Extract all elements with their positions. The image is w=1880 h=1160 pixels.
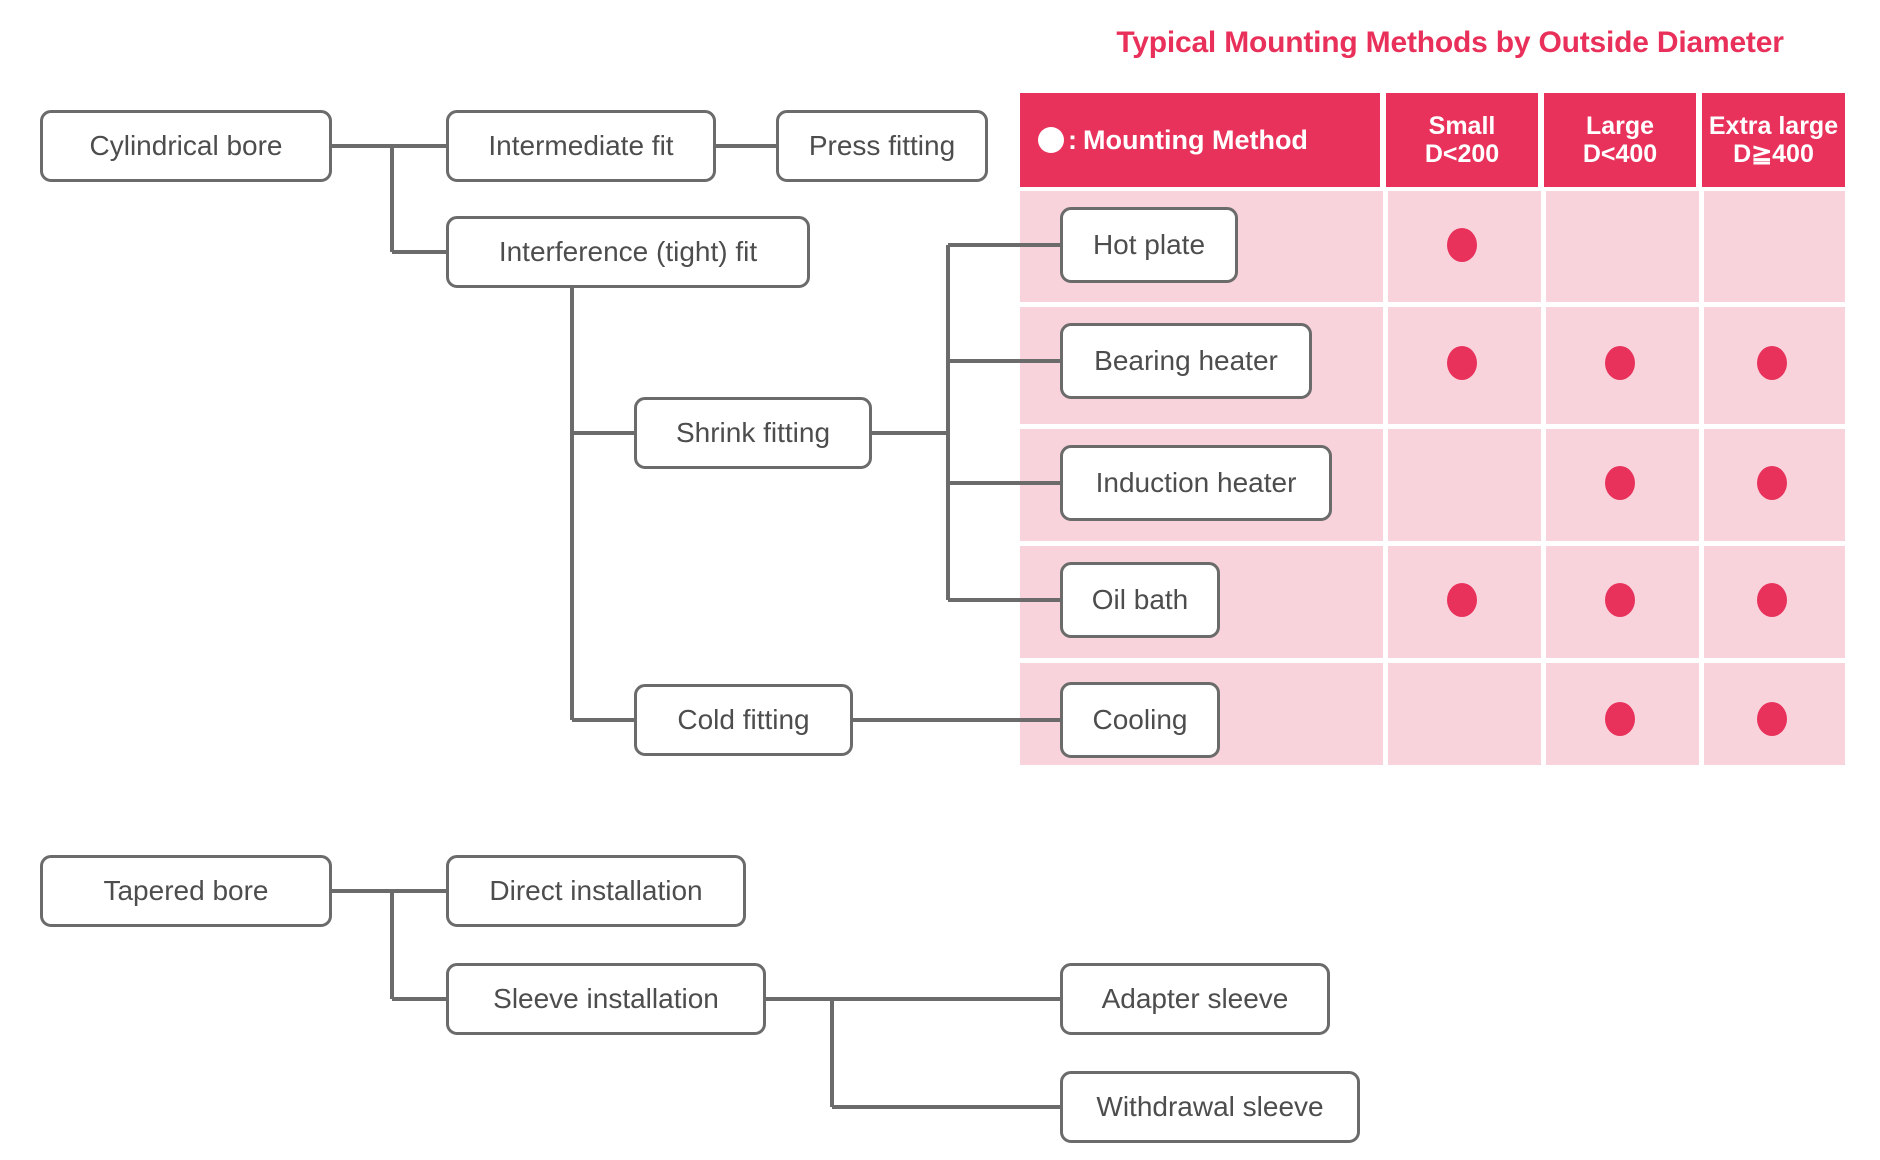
node-tapered-bore[interactable]: Tapered bore xyxy=(40,855,332,927)
node-direct-installation[interactable]: Direct installation xyxy=(446,855,746,927)
node-cylindrical-bore[interactable]: Cylindrical bore xyxy=(40,110,332,182)
legend-label: Mounting Method xyxy=(1083,124,1308,155)
mounting-dot-small xyxy=(1447,346,1477,380)
mounting-dot-large xyxy=(1605,583,1635,617)
mounting-dot-large xyxy=(1605,466,1635,500)
node-cooling[interactable]: Cooling xyxy=(1060,682,1220,758)
table-header-row: : Mounting Method Small D<200 Large D<40… xyxy=(1020,93,1845,187)
mounting-dot-extra_large xyxy=(1757,583,1787,617)
column-name-large: Large xyxy=(1585,112,1655,140)
node-withdrawal-sleeve[interactable]: Withdrawal sleeve xyxy=(1060,1071,1360,1143)
node-adapter-sleeve[interactable]: Adapter sleeve xyxy=(1060,963,1330,1035)
table-header-small: Small D<200 xyxy=(1386,93,1538,187)
mounting-dot-large xyxy=(1605,702,1635,736)
legend-colon: : xyxy=(1068,124,1077,155)
column-range-extra-large: D≧400 xyxy=(1733,140,1814,168)
grid-divider-vertical xyxy=(1383,191,1388,765)
table-title: Typical Mounting Methods by Outside Diam… xyxy=(1116,26,1784,59)
node-interference-fit[interactable]: Interference (tight) fit xyxy=(446,216,810,288)
node-cold-fitting[interactable]: Cold fitting xyxy=(634,684,853,756)
table-header-extra-large: Extra large D≧400 xyxy=(1702,93,1845,187)
mounting-dot-large xyxy=(1605,346,1635,380)
node-shrink-fitting[interactable]: Shrink fitting xyxy=(634,397,872,469)
mounting-dot-small xyxy=(1447,583,1477,617)
grid-divider-horizontal xyxy=(1020,541,1845,546)
node-bearing-heater[interactable]: Bearing heater xyxy=(1060,323,1312,399)
mounting-dot-extra_large xyxy=(1757,702,1787,736)
mounting-dot-small xyxy=(1447,228,1477,262)
column-name-extra-large: Extra large xyxy=(1708,112,1839,140)
column-name-small: Small xyxy=(1428,112,1496,140)
node-intermediate-fit[interactable]: Intermediate fit xyxy=(446,110,716,182)
mounting-dot-extra_large xyxy=(1757,346,1787,380)
mounting-dot-extra_large xyxy=(1757,466,1787,500)
node-oil-bath[interactable]: Oil bath xyxy=(1060,562,1220,638)
node-induction-heater[interactable]: Induction heater xyxy=(1060,445,1332,521)
node-press-fitting[interactable]: Press fitting xyxy=(776,110,988,182)
node-sleeve-installation[interactable]: Sleeve installation xyxy=(446,963,766,1035)
grid-divider-vertical xyxy=(1541,191,1546,765)
filled-circle-icon xyxy=(1038,127,1064,153)
grid-divider-horizontal xyxy=(1020,658,1845,663)
table-header-method: : Mounting Method xyxy=(1020,93,1380,187)
grid-divider-horizontal xyxy=(1020,424,1845,429)
node-hot-plate[interactable]: Hot plate xyxy=(1060,207,1238,283)
column-range-large: D<400 xyxy=(1582,140,1658,168)
column-range-small: D<200 xyxy=(1424,140,1500,168)
grid-divider-horizontal xyxy=(1020,302,1845,307)
table-header-large: Large D<400 xyxy=(1544,93,1696,187)
grid-divider-vertical xyxy=(1699,191,1704,765)
